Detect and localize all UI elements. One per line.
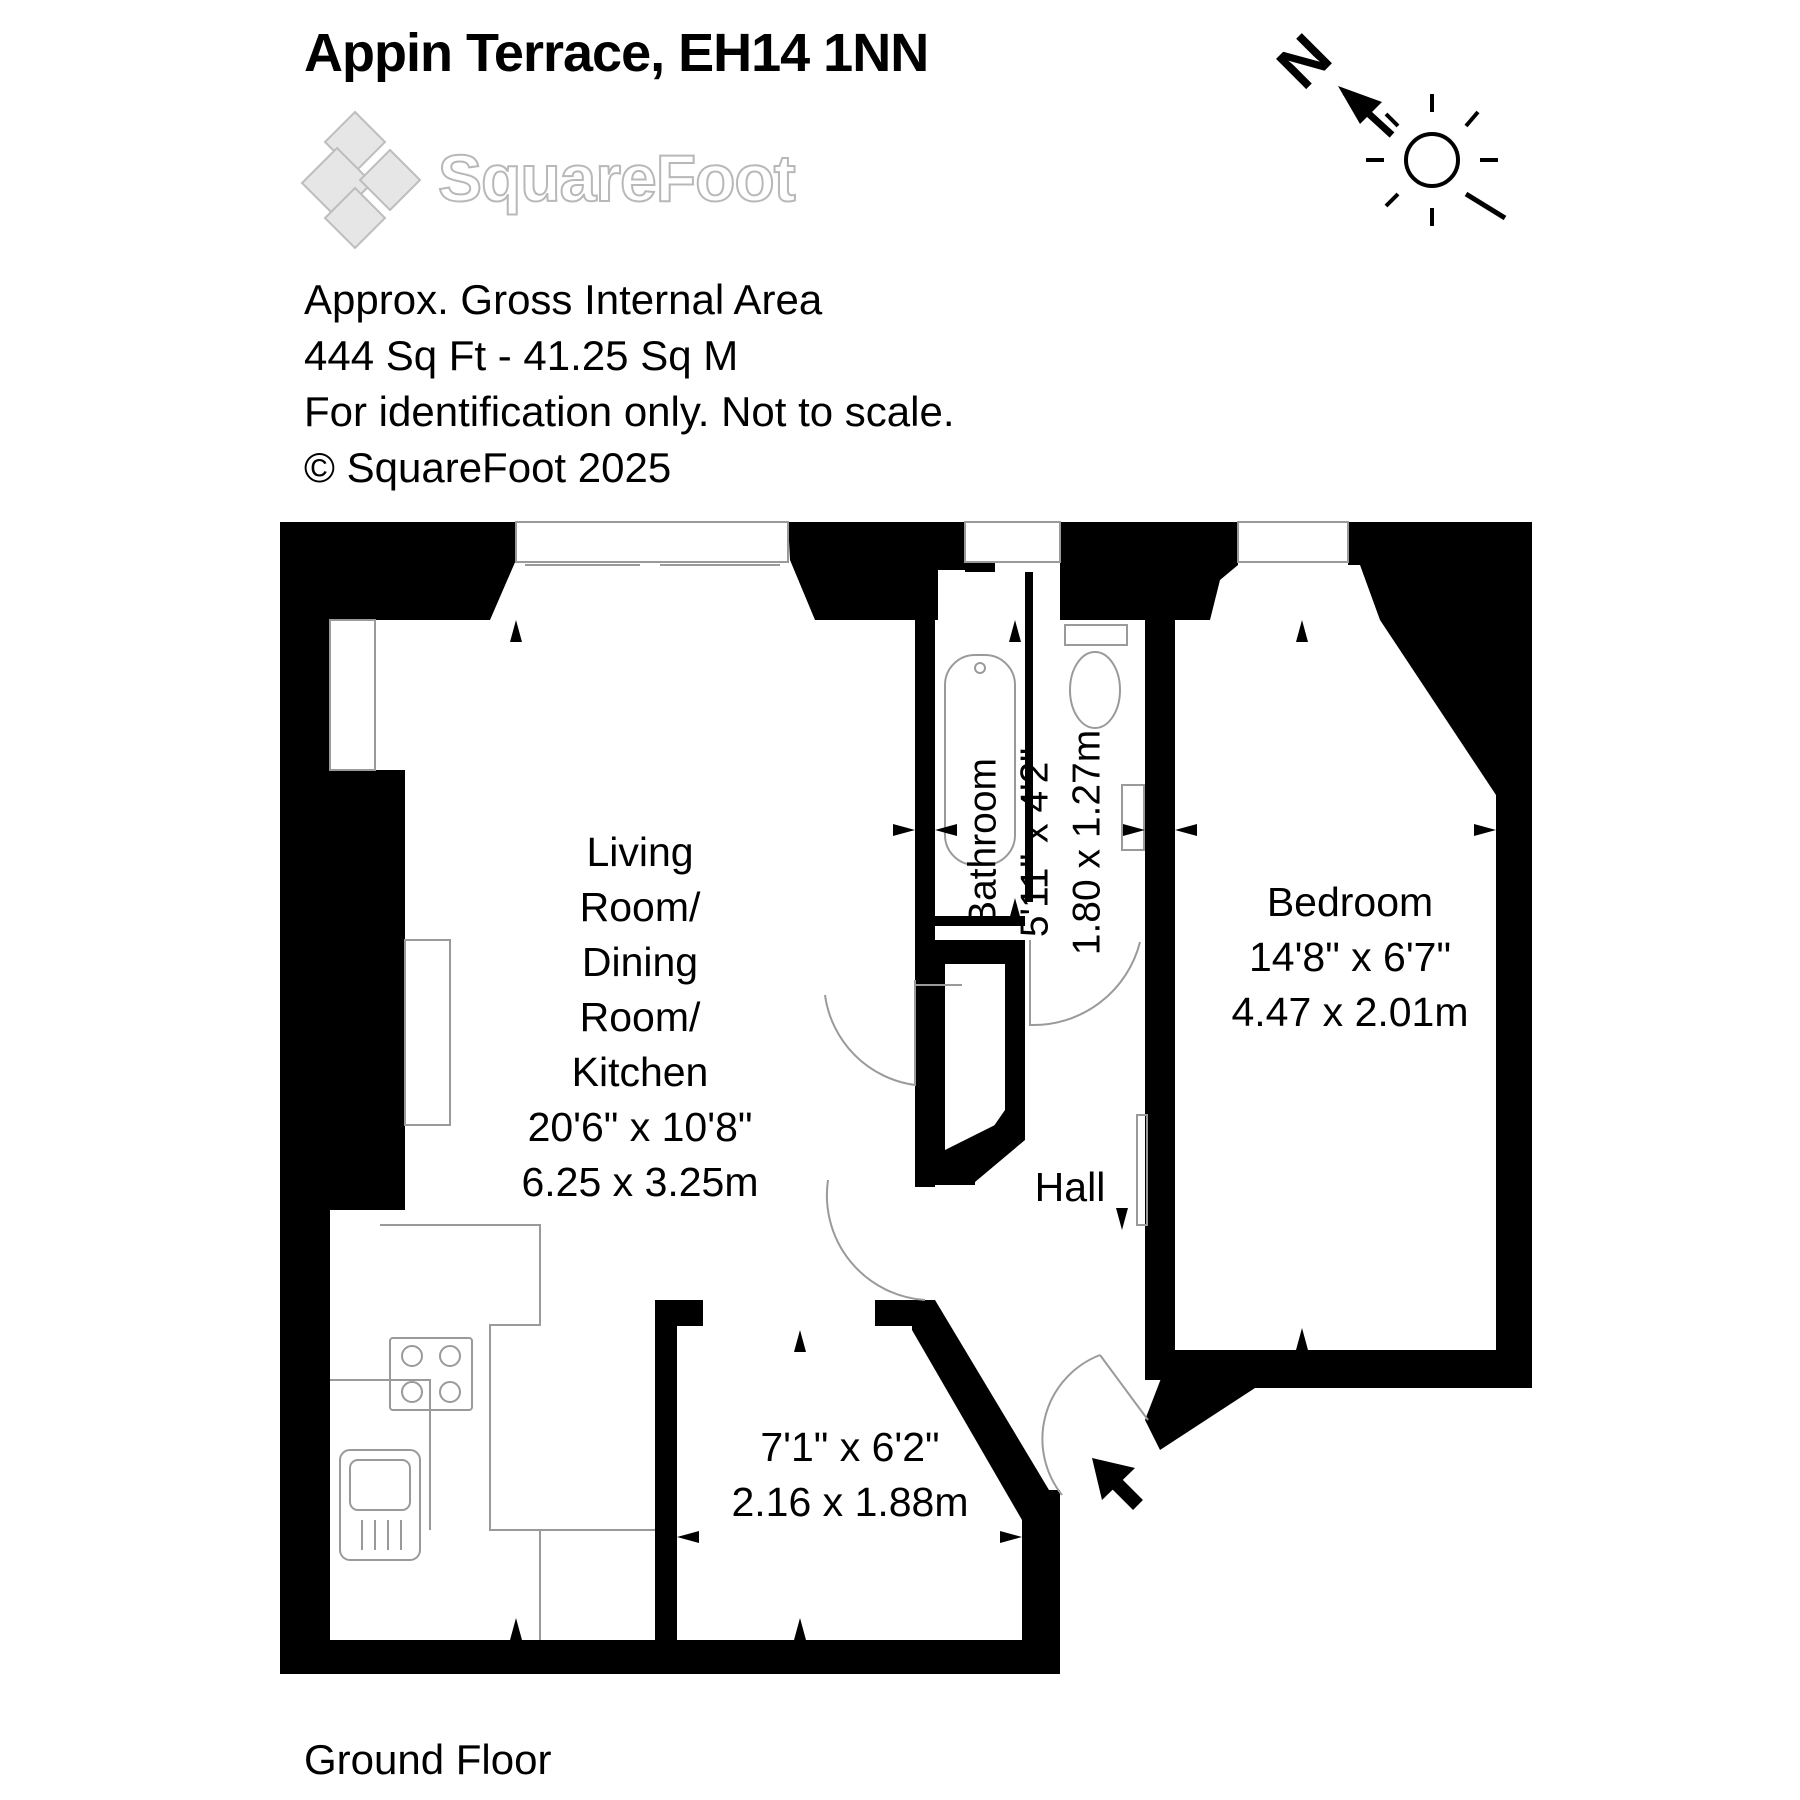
hob-icon (389, 1337, 473, 1411)
fixtures (329, 619, 1148, 1640)
bathroom-metric: 1.80 x 1.27m (1065, 729, 1109, 956)
basin-icon (1121, 784, 1145, 851)
info-line-copyright: © SquareFoot 2025 (304, 444, 672, 491)
bathroom-label: Bathroom 5'11" x 4'2" 1.80 x 1.27m (958, 683, 1123, 1003)
hall-name: Hall (1034, 1164, 1106, 1210)
brand-logo-text: SquareFoot (437, 140, 797, 216)
plan-title: Appin Terrace, EH14 1NN (304, 23, 929, 83)
entrance-arrow-icon (1092, 1458, 1143, 1510)
living-room-name-line5: Kitchen (571, 1049, 709, 1095)
info-line-area-value: 444 Sq Ft - 41.25 Sq M (304, 332, 739, 379)
floor-label: Ground Floor (304, 1736, 552, 1783)
living-room-label: Living Room/ Dining Room/ Kitchen 20'6" … (490, 825, 790, 1210)
bath-icon (944, 654, 1016, 866)
bedroom-name: Bedroom (1266, 879, 1434, 925)
bedroom-imperial: 14'8" x 6'7" (1248, 934, 1452, 980)
windows (515, 521, 1349, 566)
box-room-imperial: 7'1" x 6'2" (760, 1424, 940, 1470)
bedroom-label: Bedroom 14'8" x 6'7" 4.47 x 2.01m (1200, 875, 1500, 1040)
living-room-name-line3: Dining (581, 939, 699, 985)
bathroom-imperial: 5'11" x 4'2" (1013, 747, 1057, 938)
sink-icon (339, 1449, 421, 1561)
info-line-area-title: Approx. Gross Internal Area (304, 276, 823, 323)
hall-label: Hall (1010, 1160, 1130, 1215)
dimension-arrows (383, 620, 1496, 1640)
toilet-icon (1069, 651, 1121, 729)
living-room-name-line1: Living (586, 829, 694, 875)
living-room-name-line2: Room/ (579, 884, 701, 930)
box-room-label: 7'1" x 6'2" 2.16 x 1.88m (700, 1420, 1000, 1530)
living-room-name-line4: Room/ (579, 994, 701, 1040)
info-line-disclaimer: For identification only. Not to scale. (304, 388, 955, 435)
living-room-metric: 6.25 x 3.25m (521, 1159, 759, 1205)
area-info: Approx. Gross Internal Area 444 Sq Ft - … (304, 272, 955, 496)
box-room-metric: 2.16 x 1.88m (731, 1479, 969, 1525)
walls (280, 522, 1532, 1674)
living-room-imperial: 20'6" x 10'8" (527, 1104, 753, 1150)
sun-icon (1366, 94, 1507, 226)
bedroom-metric: 4.47 x 2.01m (1231, 989, 1469, 1035)
door-swings (824, 940, 1149, 1496)
bathroom-name: Bathroom (961, 757, 1005, 928)
